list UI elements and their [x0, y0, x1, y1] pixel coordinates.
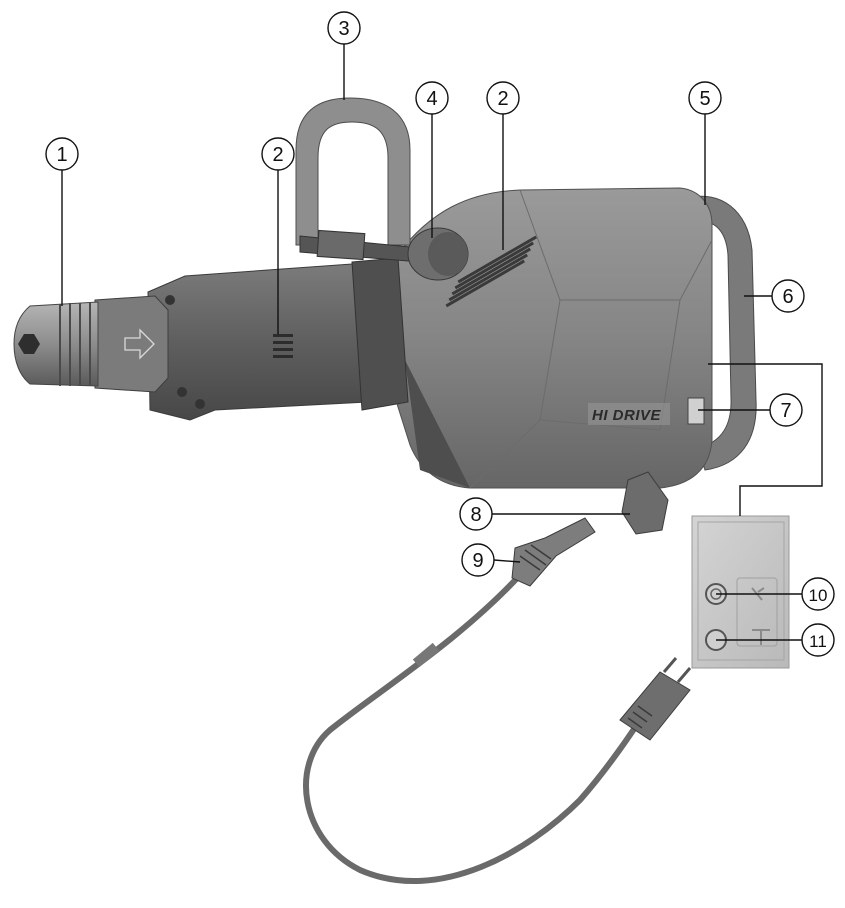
callout-11: 11 — [801, 623, 835, 657]
front-bolt — [177, 387, 187, 397]
front-bolt — [195, 399, 205, 409]
callout-8: 8 — [459, 497, 493, 531]
front-bolt — [165, 295, 175, 305]
callout-7: 7 — [769, 393, 803, 427]
svg-text:3: 3 — [338, 18, 349, 40]
plug-pin — [676, 667, 692, 683]
cord-connector-ribs — [519, 544, 552, 571]
cord-connector — [511, 517, 596, 587]
chuck-hex-socket — [18, 334, 40, 354]
svg-text:7: 7 — [780, 400, 791, 422]
svg-text:11: 11 — [809, 632, 827, 651]
top-vent — [445, 235, 537, 308]
svg-text:9: 9 — [472, 550, 483, 572]
svg-text:2: 2 — [497, 88, 508, 110]
hammer-symbol — [752, 629, 770, 645]
mains-plug — [619, 671, 691, 741]
handle-clamp-collar — [316, 229, 366, 261]
callout-5: 5 — [688, 81, 722, 115]
svg-text:2: 2 — [272, 144, 283, 166]
plug-pin — [662, 657, 678, 673]
tool-illustration: HI DRIVE — [13, 97, 757, 884]
callout-1: 1 — [45, 137, 79, 171]
callout-3: 3 — [327, 11, 361, 45]
side-handle — [295, 97, 411, 246]
chuck-ribs — [59, 302, 91, 386]
cord-socket — [621, 471, 669, 535]
callout-2-left: 2 — [261, 137, 295, 171]
side-vent — [273, 334, 293, 358]
hi-drive-logo: HI DRIVE — [588, 403, 670, 425]
rear-handle — [687, 195, 757, 471]
tool-holder-sleeve — [94, 295, 169, 393]
indicator-panel-inset — [691, 515, 790, 669]
svg-text:5: 5 — [699, 88, 710, 110]
barrel-collar — [351, 257, 409, 411]
callouts: 1 2 3 4 2 5 6 7 — [45, 11, 835, 657]
svg-text:HI DRIVE: HI DRIVE — [592, 407, 662, 424]
on-off-switch — [687, 397, 705, 425]
leader-9 — [493, 559, 521, 563]
housing-facet — [539, 299, 681, 431]
chuck — [13, 301, 99, 387]
callout-10: 10 — [801, 577, 835, 611]
svg-text:4: 4 — [426, 88, 437, 110]
tool-holder-arrow — [124, 328, 155, 360]
leader-lines — [61, 44, 823, 641]
svg-text:1: 1 — [56, 144, 67, 166]
callout-2-right: 2 — [486, 81, 520, 115]
plug-ribs — [627, 705, 653, 729]
mains-cord — [303, 572, 663, 884]
cord-strain-relief — [412, 642, 440, 668]
callout-9: 9 — [461, 543, 495, 577]
svg-text:8: 8 — [470, 504, 481, 526]
symbol-frame — [736, 577, 778, 647]
panel-recess — [697, 521, 785, 661]
clamp-knob-face — [428, 232, 468, 276]
svg-text:10: 10 — [809, 586, 828, 605]
callout-4: 4 — [415, 81, 449, 115]
housing-facet — [519, 189, 713, 301]
inset-bracket — [708, 363, 823, 516]
svg-text:6: 6 — [782, 286, 793, 308]
housing-shadow — [405, 360, 470, 488]
callout-6: 6 — [771, 279, 805, 313]
